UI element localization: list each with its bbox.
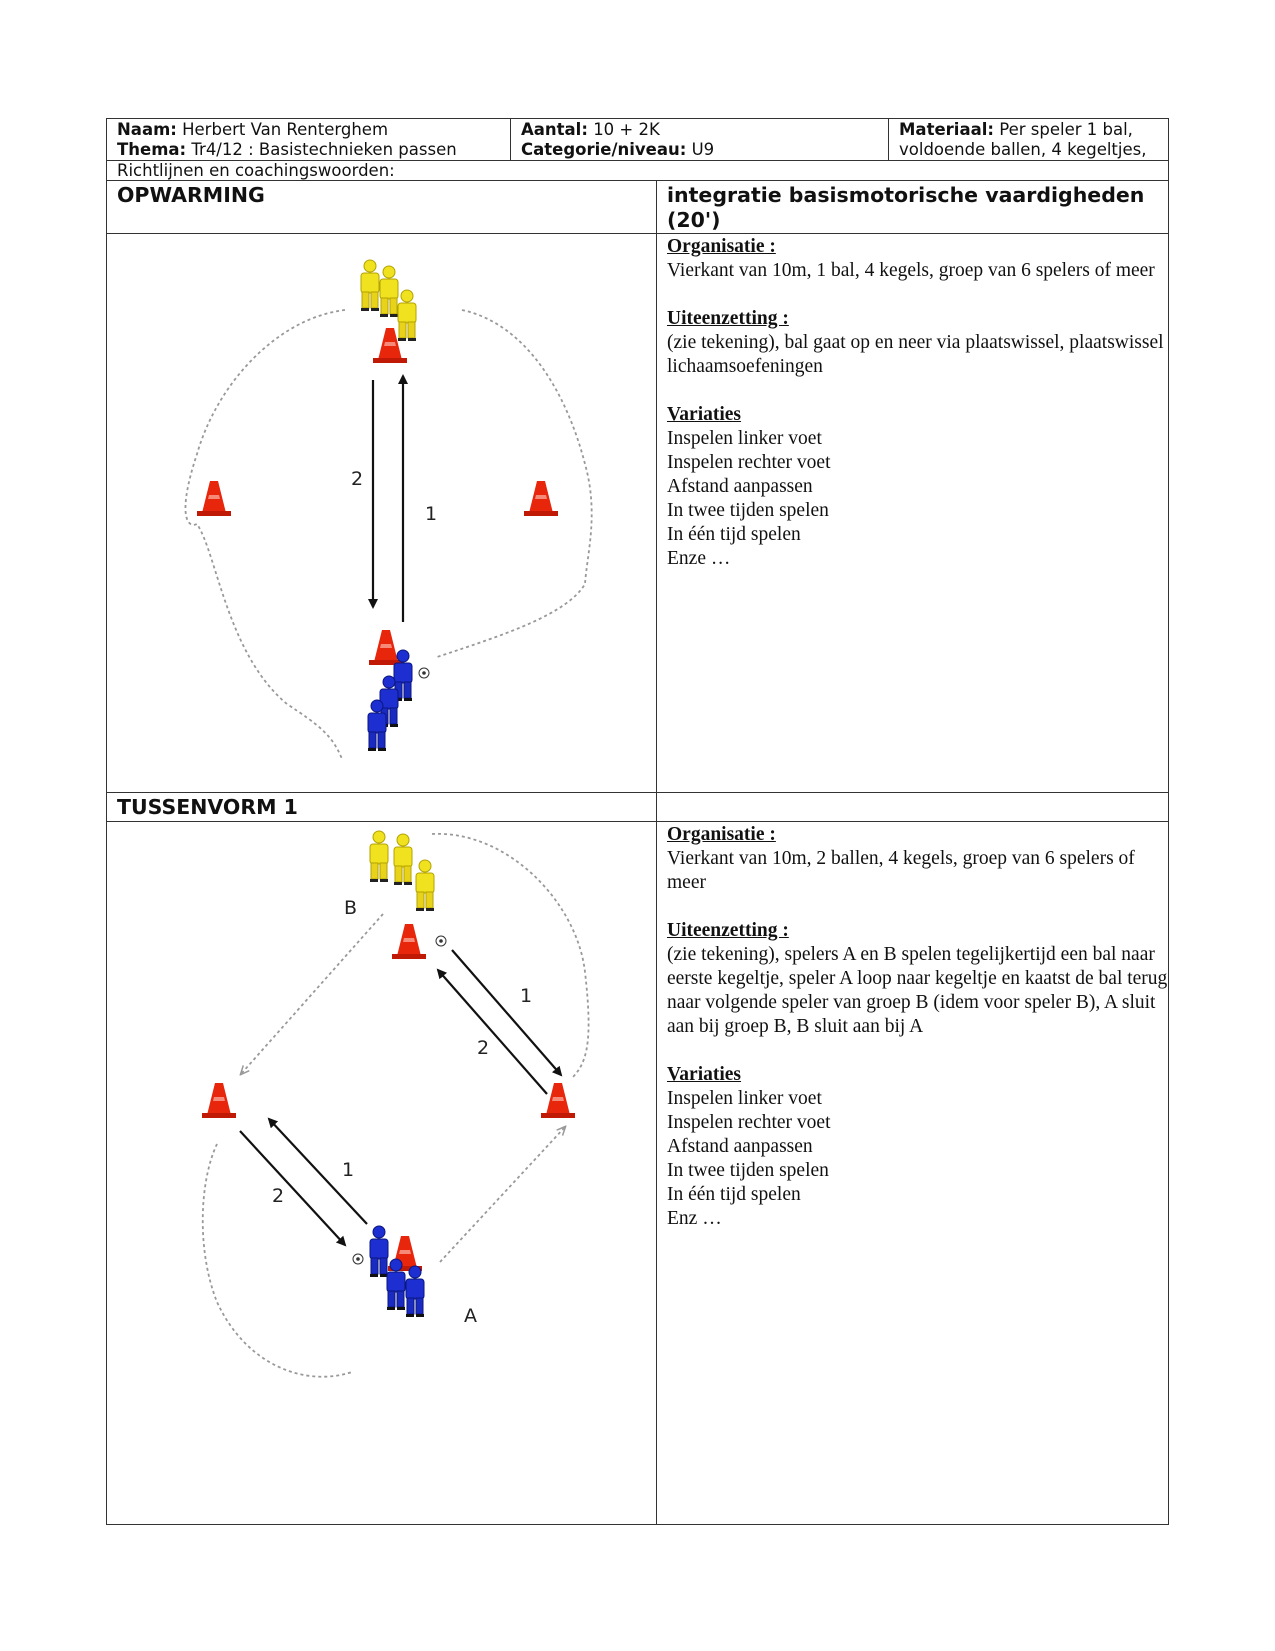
richtlijnen-text: Richtlijnen en coachingswoorden: xyxy=(117,161,395,180)
dashed-run-path xyxy=(184,309,593,760)
cone-icon xyxy=(197,481,231,516)
naam-label: Naam: xyxy=(117,120,177,139)
section1-diagram-cell: 2 1 xyxy=(106,233,657,793)
arrow-pass-2 xyxy=(239,1130,347,1247)
section2-subtitle-cell xyxy=(655,792,1170,822)
arrow-label-2: 2 xyxy=(351,468,363,490)
variation-item: Afstand aanpassen xyxy=(667,476,813,497)
yellow-player-icon xyxy=(415,859,435,912)
section2-text-cell: Organisatie : Vierkant van 10m, 2 ballen… xyxy=(655,821,1170,1525)
uiteenzetting-text: (zie tekening), spelers A en B spelen te… xyxy=(667,944,1168,1037)
cone-icon xyxy=(392,924,426,959)
richtlijnen-cell: Richtlijnen en coachingswoorden: xyxy=(105,160,1170,181)
arrow-label-1: 1 xyxy=(425,503,437,525)
arrow-label-2: 2 xyxy=(477,1037,489,1059)
section1-text-cell: Organisatie : Vierkant van 10m, 1 bal, 4… xyxy=(655,233,1170,793)
dashed-arrow xyxy=(241,913,384,1074)
variation-item: Inspelen linker voet xyxy=(667,428,822,449)
organisatie-text: Vierkant van 10m, 2 ballen, 4 kegels, gr… xyxy=(667,848,1135,893)
organisatie-heading: Organisatie : xyxy=(667,236,776,257)
section2-diagram-cell: 1 2 1 2 B A xyxy=(106,821,657,1525)
variation-item: Inspelen linker voet xyxy=(667,1088,822,1109)
section1-subtitle: integratie basismotorische vaardigheden … xyxy=(655,180,1170,234)
blue-player-icon xyxy=(369,1225,389,1278)
variaties-heading: Variaties xyxy=(667,404,742,425)
categorie-value: U9 xyxy=(691,140,715,159)
ball-icon xyxy=(435,935,447,947)
dashed-run-path xyxy=(201,833,590,1378)
arrow-label-2: 2 xyxy=(272,1185,284,1207)
arrow-pass-2 xyxy=(436,968,548,1095)
naam-value: Herbert Van Renterghem xyxy=(182,120,389,139)
variation-item: Enz … xyxy=(667,1208,722,1229)
organisatie-heading: Organisatie : xyxy=(667,824,776,845)
arrow-label-1: 1 xyxy=(342,1159,354,1181)
variation-item: Inspelen rechter voet xyxy=(667,1112,831,1133)
variation-item: Inspelen rechter voet xyxy=(667,452,831,473)
arrow-pass-1 xyxy=(451,949,563,1077)
section2-title: TUSSENVORM 1 xyxy=(106,792,657,822)
uiteenzetting-heading: Uiteenzetting : xyxy=(667,920,789,941)
materiaal-label: Materiaal: xyxy=(899,120,994,139)
section2-diagram: 1 2 1 2 B A xyxy=(201,830,590,1378)
cone-icon xyxy=(541,1083,575,1118)
thema-label: Thema: xyxy=(117,140,187,159)
materiaal-value: Per speler 1 bal, voldoende ballen, 4 ke… xyxy=(899,120,1147,159)
section1-diagram: 2 1 xyxy=(184,259,593,760)
ball-icon xyxy=(418,667,430,679)
training-table: Naam: Herbert Van Renterghem Thema: Tr4/… xyxy=(105,118,1170,1525)
aantal-categorie-cell: Aantal: 10 + 2K Categorie/niveau: U9 xyxy=(509,118,890,161)
variation-item: Afstand aanpassen xyxy=(667,1136,813,1157)
group-label-a: A xyxy=(464,1305,477,1327)
categorie-label: Categorie/niveau: xyxy=(521,140,687,159)
blue-player-group xyxy=(352,1225,425,1318)
variation-item: In één tijd spelen xyxy=(667,1184,801,1205)
dashed-arrow xyxy=(439,1127,565,1263)
variation-item: Enze … xyxy=(667,548,731,569)
cone-icon xyxy=(202,1083,236,1118)
arrow-label-1: 1 xyxy=(520,985,532,1007)
cone-icon xyxy=(524,481,558,516)
naam-thema-cell: Naam: Herbert Van Renterghem Thema: Tr4/… xyxy=(106,118,511,161)
variation-item: In twee tijden spelen xyxy=(667,500,829,521)
yellow-player-icon xyxy=(369,830,389,883)
yellow-player-icon xyxy=(397,289,417,342)
uiteenzetting-heading: Uiteenzetting : xyxy=(667,308,789,329)
variaties-heading: Variaties xyxy=(667,1064,742,1085)
arrow-pass-1 xyxy=(267,1117,368,1225)
aantal-value: 10 + 2K xyxy=(593,120,660,139)
ball-icon xyxy=(352,1253,364,1265)
thema-value: Tr4/12 : Basistechnieken passen xyxy=(191,140,457,159)
training-sheet: Naam: Herbert Van Renterghem Thema: Tr4/… xyxy=(105,118,1170,1525)
yellow-player-icon xyxy=(379,265,399,318)
materiaal-cell: Materiaal: Per speler 1 bal, voldoende b… xyxy=(888,118,1170,161)
blue-player-icon xyxy=(405,1265,425,1318)
blue-player-group xyxy=(367,649,430,752)
section1-title: OPWARMING xyxy=(106,180,657,234)
organisatie-text: Vierkant van 10m, 1 bal, 4 kegels, groep… xyxy=(667,260,1155,281)
group-label-b: B xyxy=(344,897,357,919)
aantal-label: Aantal: xyxy=(521,120,588,139)
yellow-player-icon xyxy=(360,259,380,312)
variation-item: In twee tijden spelen xyxy=(667,1160,829,1181)
variation-item: In één tijd spelen xyxy=(667,524,801,545)
uiteenzetting-text: (zie tekening), bal gaat op en neer via … xyxy=(667,332,1164,377)
yellow-player-icon xyxy=(393,833,413,886)
